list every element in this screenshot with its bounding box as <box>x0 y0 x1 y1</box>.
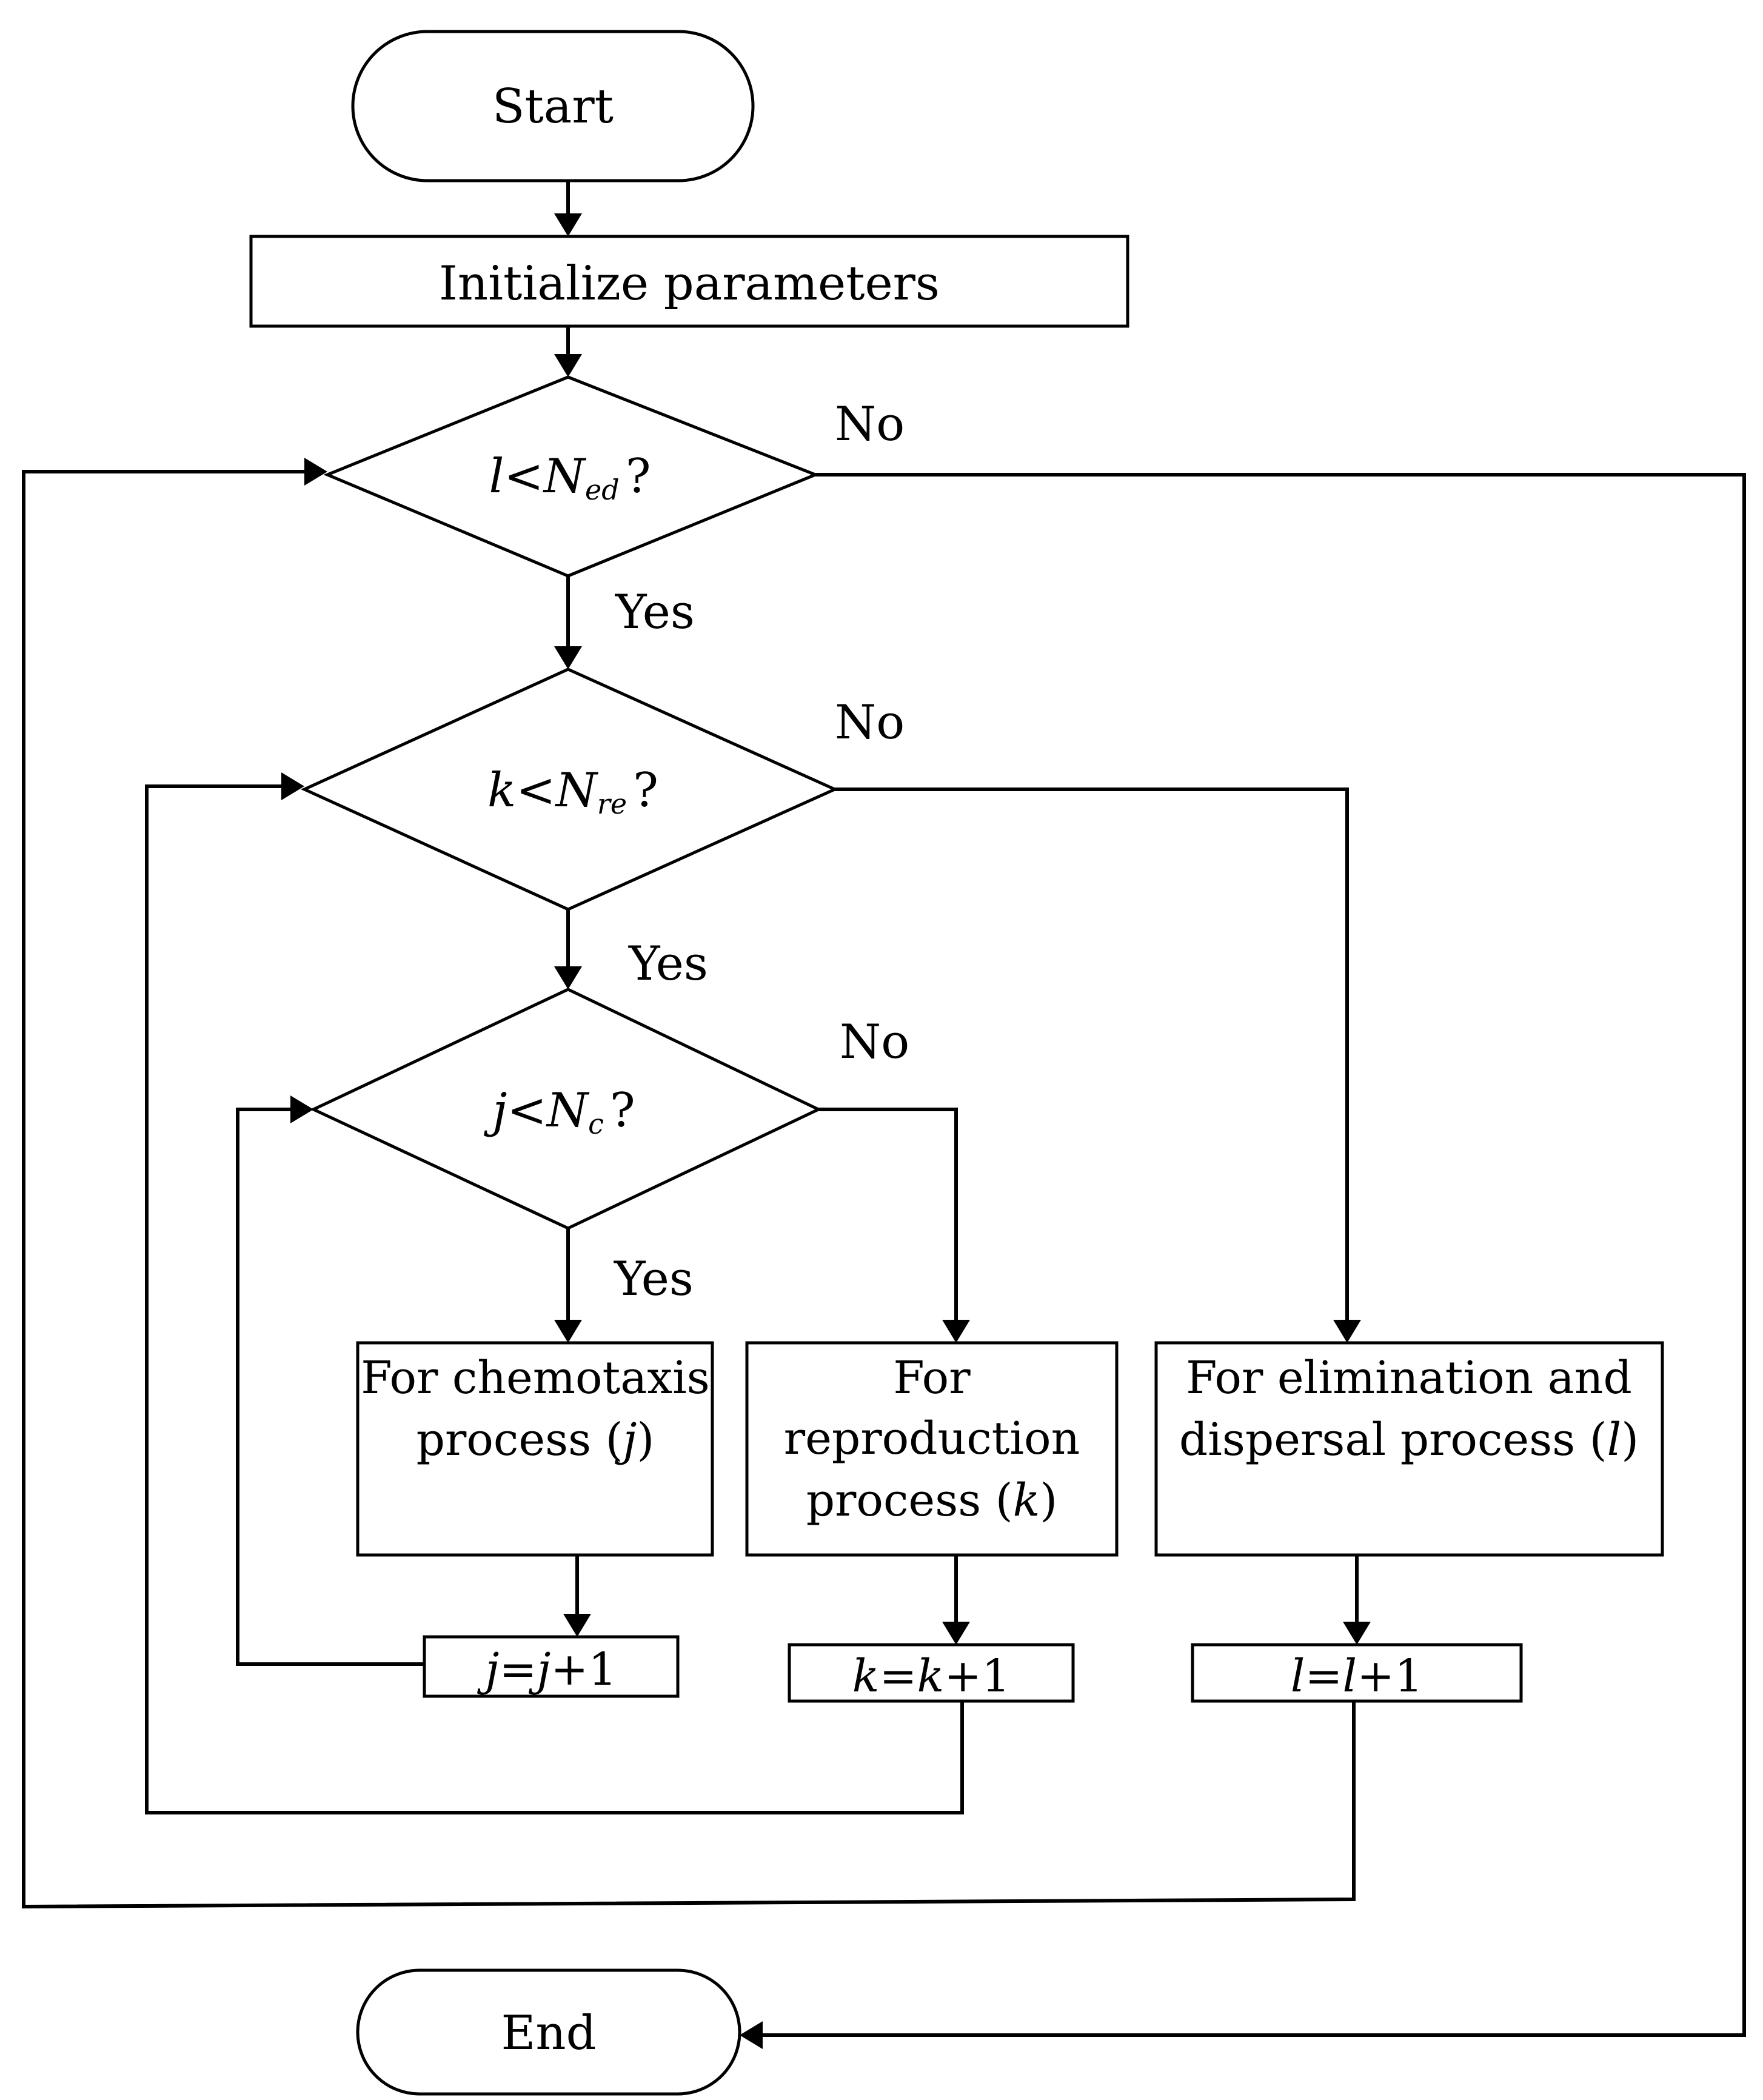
increment-k-box <box>788 1643 1075 1703</box>
arrowhead <box>554 646 582 669</box>
arrowhead <box>563 1614 591 1637</box>
end-label: End <box>501 2006 596 2061</box>
arrowhead <box>281 772 304 800</box>
arrowhead <box>740 2021 763 2049</box>
reproduction-box <box>745 1341 1119 1557</box>
decision-l-label: l<Ned? <box>489 449 651 506</box>
arrowhead <box>290 1095 313 1123</box>
edge-k-loop <box>145 784 964 1814</box>
edge-l-loop <box>22 470 1356 1909</box>
arrowhead <box>1343 1622 1371 1645</box>
start-label: Start <box>492 79 614 134</box>
arrowhead <box>554 1320 582 1343</box>
arrowhead <box>304 458 327 486</box>
increment-k-label: k=k+1 <box>852 1650 1011 1702</box>
j-no-label: No <box>840 1015 909 1069</box>
arrowhead <box>554 354 582 377</box>
increment-l-label: l=l+1 <box>1291 1650 1423 1702</box>
arrowhead <box>942 1622 970 1645</box>
k-yes-label: Yes <box>628 937 708 991</box>
l-no-label: No <box>835 397 905 452</box>
arrowhead <box>554 213 582 236</box>
edge-j-loop <box>236 1108 424 1666</box>
decision-j-label: j<Nc? <box>483 1083 635 1140</box>
start-terminal <box>351 30 755 182</box>
increment-l-box <box>1191 1643 1523 1703</box>
edge-l-no <box>763 473 1746 2037</box>
edge-k-no <box>835 787 1349 1320</box>
arrowhead <box>554 966 582 989</box>
initialize-box <box>249 235 1129 328</box>
arrowhead <box>1333 1320 1361 1343</box>
end-terminal <box>356 1968 741 2096</box>
edge-j-no <box>818 1108 958 1320</box>
l-yes-label: Yes <box>615 585 695 640</box>
arrowhead <box>942 1320 970 1343</box>
j-yes-label: Yes <box>614 1252 694 1306</box>
increment-j-label: j=j+1 <box>477 1644 617 1696</box>
initialize-label: Initialize parameters <box>439 256 940 311</box>
chemotaxis-box <box>356 1341 714 1557</box>
k-no-label: No <box>835 695 905 750</box>
elimination-box <box>1154 1341 1664 1557</box>
increment-j-box <box>423 1635 680 1698</box>
decision-k-label: k<Nre? <box>487 763 658 820</box>
